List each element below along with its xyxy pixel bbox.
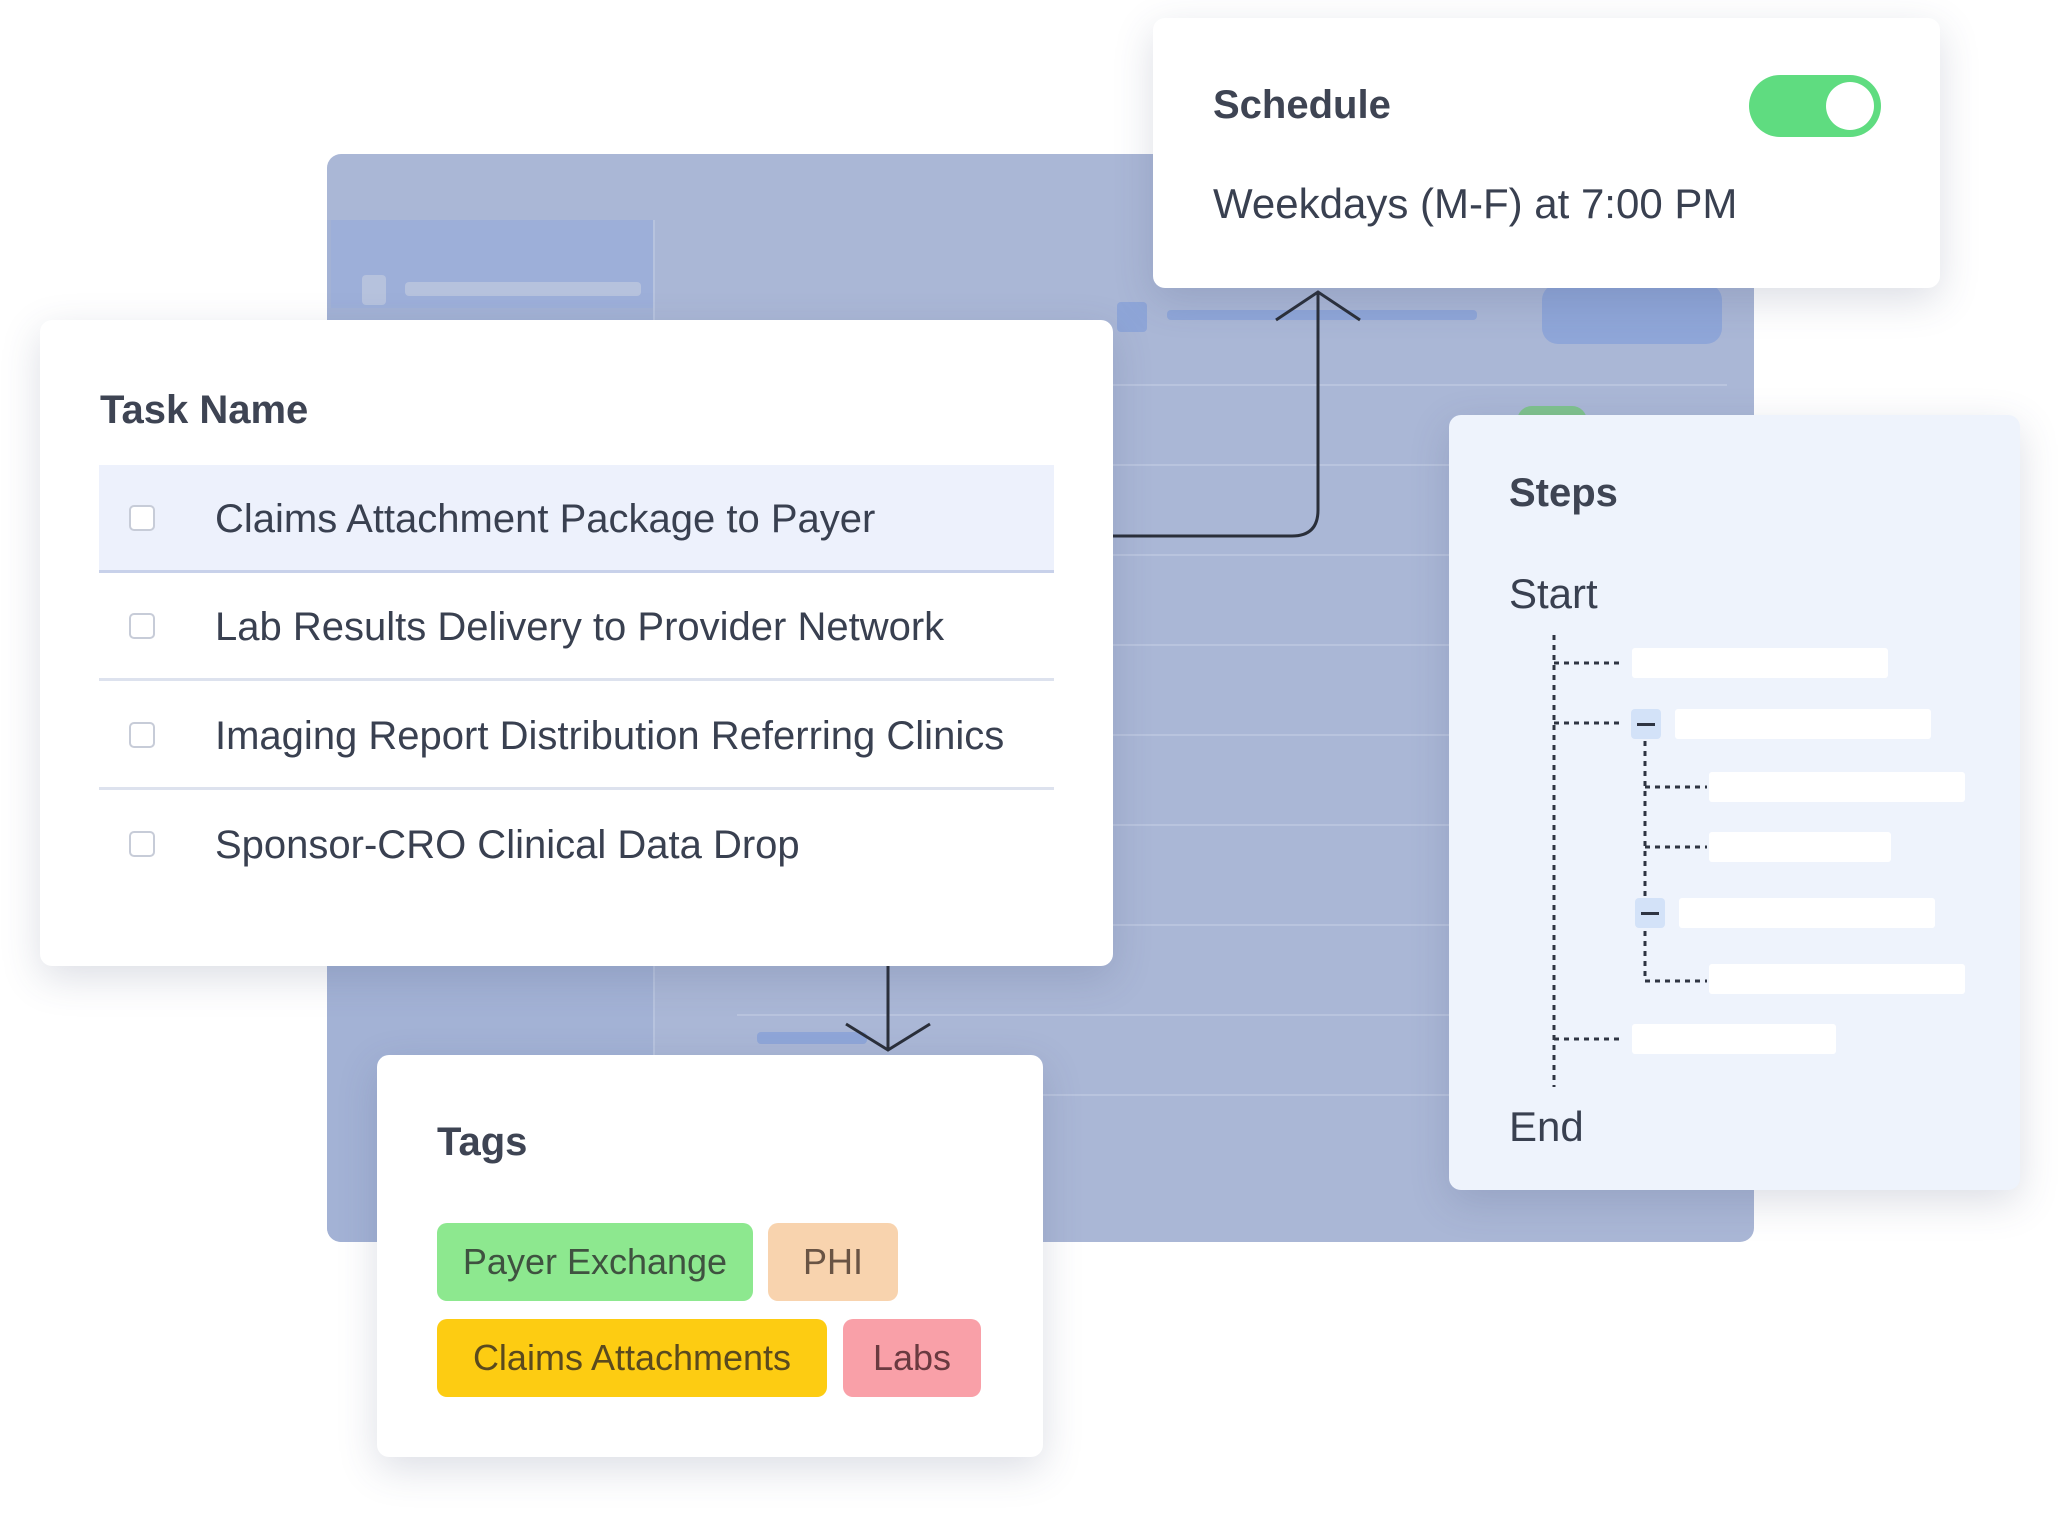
collapse-icon[interactable] xyxy=(1631,709,1661,739)
tag-phi[interactable]: PHI xyxy=(768,1223,898,1301)
background-row-label xyxy=(757,1032,867,1044)
background-row-divider xyxy=(737,734,1727,736)
schedule-title: Schedule xyxy=(1213,83,1391,127)
task-row[interactable]: Imaging Report Distribution Referring Cl… xyxy=(99,682,1054,790)
background-row-divider xyxy=(737,644,1727,646)
step-item[interactable] xyxy=(1709,964,1965,994)
connector-to-schedule xyxy=(1113,292,1320,538)
tags-card: Tags Payer Exchange PHI Claims Attachmen… xyxy=(377,1055,1043,1457)
background-header-button xyxy=(1542,284,1722,344)
background-row-divider xyxy=(737,554,1727,556)
tag-labs[interactable]: Labs xyxy=(843,1319,981,1397)
task-checkbox[interactable] xyxy=(129,831,155,857)
background-header-icon xyxy=(1117,302,1147,332)
task-label: Lab Results Delivery to Provider Network xyxy=(215,605,945,649)
task-checkbox[interactable] xyxy=(129,613,155,639)
step-item[interactable] xyxy=(1632,1024,1836,1054)
background-row-divider xyxy=(737,1094,1727,1096)
collapse-icon[interactable] xyxy=(1635,898,1665,928)
toggle-knob xyxy=(1826,82,1874,130)
step-item[interactable] xyxy=(1632,648,1888,678)
task-row[interactable]: Lab Results Delivery to Provider Network xyxy=(99,573,1054,681)
task-label: Claims Attachment Package to Payer xyxy=(215,497,876,541)
arrowhead-down xyxy=(845,1022,931,1052)
task-label: Imaging Report Distribution Referring Cl… xyxy=(215,714,1005,758)
task-list-card: Task Name Claims Attachment Package to P… xyxy=(40,320,1113,966)
schedule-description: Weekdays (M-F) at 7:00 PM xyxy=(1213,180,1738,227)
schedule-card: Schedule Weekdays (M-F) at 7:00 PM xyxy=(1153,18,1940,288)
background-header-bar xyxy=(1167,310,1477,320)
task-checkbox[interactable] xyxy=(129,505,155,531)
background-sidebar-label xyxy=(405,282,641,296)
task-row-selected[interactable]: Claims Attachment Package to Payer xyxy=(99,465,1054,573)
background-row-divider xyxy=(737,924,1727,926)
step-item[interactable] xyxy=(1709,832,1891,862)
task-label: Sponsor-CRO Clinical Data Drop xyxy=(215,823,800,867)
task-checkbox[interactable] xyxy=(129,722,155,748)
schedule-toggle[interactable] xyxy=(1749,75,1881,137)
step-item[interactable] xyxy=(1679,898,1935,928)
tags-title: Tags xyxy=(437,1120,528,1164)
background-row-divider xyxy=(737,1014,1727,1016)
task-row[interactable]: Sponsor-CRO Clinical Data Drop xyxy=(99,791,1054,899)
tag-payer-exchange[interactable]: Payer Exchange xyxy=(437,1223,753,1301)
background-sidebar-icon xyxy=(362,275,386,305)
background-row-divider xyxy=(737,824,1727,826)
task-list-title: Task Name xyxy=(100,388,309,432)
arrowhead-up xyxy=(1275,290,1361,322)
steps-start-label: Start xyxy=(1509,570,1598,617)
steps-card: Steps Start End xyxy=(1449,415,2020,1190)
step-item[interactable] xyxy=(1675,709,1931,739)
tag-claims-attachments[interactable]: Claims Attachments xyxy=(437,1319,827,1397)
steps-end-label: End xyxy=(1509,1103,1584,1150)
background-row-divider xyxy=(737,464,1727,466)
background-row-divider xyxy=(737,384,1727,386)
step-item[interactable] xyxy=(1709,772,1965,802)
steps-title: Steps xyxy=(1509,471,1618,515)
steps-tree-lines xyxy=(1552,635,1707,1087)
